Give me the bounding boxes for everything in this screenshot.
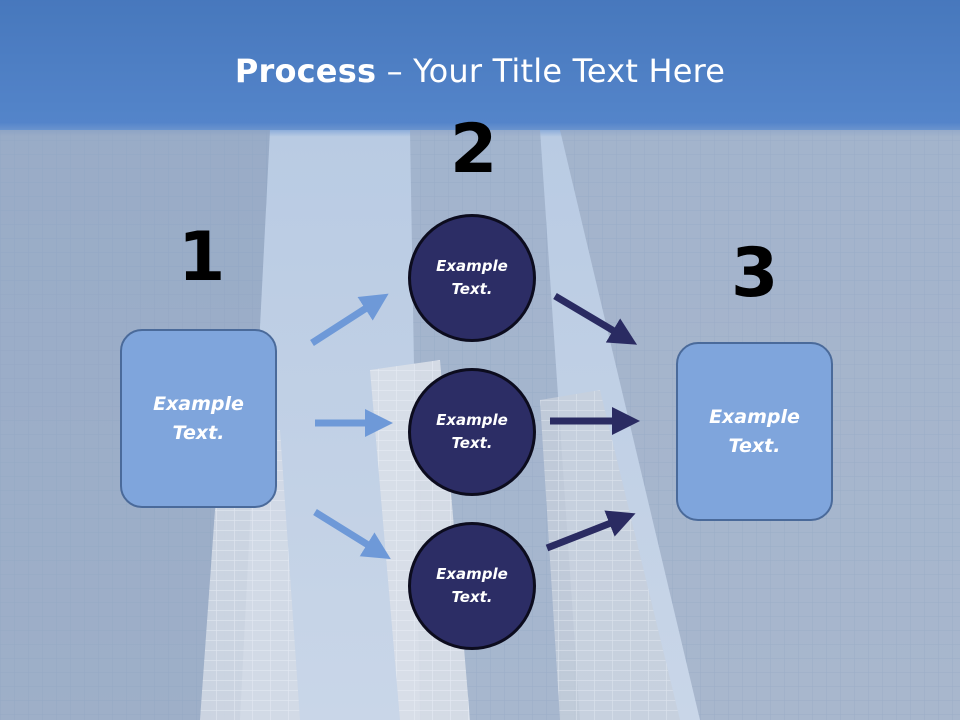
- title-rest: – Your Title Text Here: [376, 52, 726, 90]
- circle-middle-label: Example Text.: [436, 410, 508, 452]
- circle-top-label: Example Text.: [436, 256, 508, 298]
- left-text-box: Example Text.: [120, 329, 277, 508]
- circle-top: Example Text.: [408, 214, 536, 342]
- circle-bottom: Example Text.: [408, 522, 536, 650]
- title-bold: Process: [234, 52, 377, 90]
- right-text-box: Example Text.: [676, 342, 833, 521]
- arrow-to-bottom-circle: [313, 509, 391, 560]
- slide-title: Process – Your Title Text Here: [0, 52, 960, 90]
- arrow-from-top-circle: [553, 292, 638, 345]
- step-number-2: 2: [450, 110, 498, 189]
- step-number-1: 1: [178, 218, 226, 297]
- circle-middle: Example Text.: [408, 368, 536, 496]
- right-box-label: Example Text.: [709, 406, 800, 457]
- step-number-3: 3: [731, 234, 779, 313]
- arrow-to-top-circle: [310, 293, 389, 346]
- arrow-from-bottom-circle: [545, 510, 636, 552]
- circle-bottom-label: Example Text.: [436, 564, 508, 606]
- left-box-label: Example Text.: [153, 393, 244, 444]
